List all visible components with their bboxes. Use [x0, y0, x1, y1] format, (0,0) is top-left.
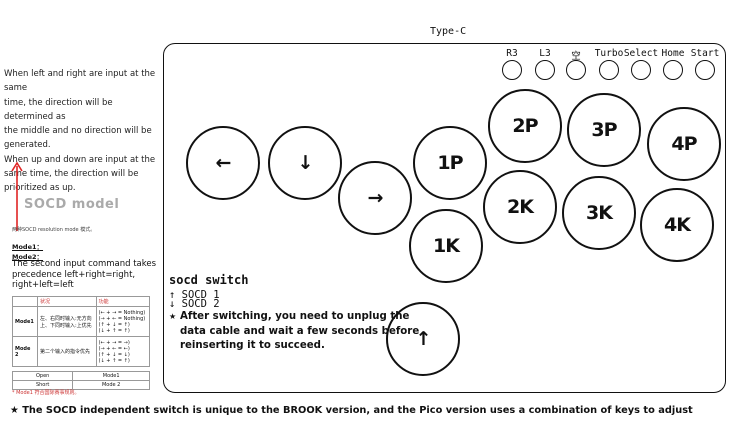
small-button-label: 空	[571, 51, 581, 62]
controller-board	[163, 43, 726, 393]
note-line: When left and right are input at the sam…	[4, 69, 156, 94]
situation-cell: 左、右同时输入:无方向 上、下同时输入:上优先	[37, 306, 97, 337]
4p-label: 4P	[671, 133, 697, 155]
1p-button[interactable]: 1P	[413, 126, 487, 200]
small-button-label: Home	[661, 48, 685, 59]
note-line: When up and down are input at the	[4, 154, 156, 165]
select-button[interactable]	[631, 60, 651, 80]
1k-button[interactable]: 1K	[409, 209, 483, 283]
switch-note-line: data cable and wait a few seconds before	[180, 325, 420, 337]
mode1-label: Mode1：	[12, 243, 44, 251]
socd-description: When left and right are input at the sam…	[4, 67, 164, 196]
red-up-arrow-icon	[11, 161, 23, 231]
mode2-description: The second input command takes precedenc…	[12, 259, 156, 291]
l3-button[interactable]	[535, 60, 555, 80]
mode-cell: Mode1	[12, 306, 38, 337]
switch-note-line: After switching, you need to unplug the	[180, 311, 410, 322]
4k-button[interactable]: 4K	[640, 188, 714, 262]
4p-button[interactable]: 4P	[647, 107, 721, 181]
note-line: time, the direction will be determined a…	[4, 97, 113, 122]
left-button[interactable]: ←	[186, 126, 260, 200]
2p-button[interactable]: 2P	[488, 89, 562, 163]
port-label: Type-C	[430, 26, 467, 37]
home-button[interactable]	[663, 60, 683, 80]
header-cell: 状况	[37, 296, 97, 307]
switch-mode-cell: Mode1	[72, 371, 150, 381]
header-cell: 功能	[95, 296, 151, 307]
socd-switch-title: socd switch	[169, 273, 249, 287]
2p-label: 2P	[512, 115, 538, 137]
switch-state-cell: Short	[11, 380, 74, 390]
small-button-label: Turbo	[594, 48, 624, 59]
table-row: Short Mode 2	[11, 380, 150, 390]
start-button[interactable]	[695, 60, 715, 80]
turbo-button[interactable]	[599, 60, 619, 80]
switch-state-table: Open Mode1 Short Mode 2	[11, 371, 150, 390]
mode-cell: Mode 2	[12, 336, 38, 367]
mode2-line: precedence left+right=right,	[12, 269, 136, 280]
mode2-label: Mode2：	[12, 253, 44, 261]
4k-label: 4K	[664, 214, 691, 236]
small-button-label: R3	[506, 48, 518, 59]
table-row: Mode1 左、右同时输入:无方向 上、下同时输入:上优先 (← + → = N…	[12, 306, 151, 337]
socd-option-2[interactable]: ↓ SOCD 2	[169, 298, 220, 310]
mode2-line: right+left=left	[12, 280, 74, 290]
switch-note-line: reinserting it to succeed.	[180, 340, 325, 351]
3k-label: 3K	[586, 202, 613, 224]
2k-label: 2K	[507, 196, 534, 218]
socd-option-1[interactable]: ↑ SOCD 1	[169, 289, 220, 301]
note-line: generated.	[4, 140, 51, 151]
down-button[interactable]: ↓	[268, 126, 342, 200]
right-arrow-icon: →	[367, 187, 384, 209]
table-header-row: 状况 功能	[12, 296, 151, 307]
blank-button[interactable]	[566, 60, 586, 80]
note-line: prioritized as up.	[4, 183, 76, 194]
up-button[interactable]: ↑	[386, 302, 460, 376]
header-cell	[12, 296, 38, 307]
mode2-line: The second input command takes	[12, 259, 157, 269]
table-row: Mode 2 第二个输入的指令优先 (← + → = →) (→ + ← = ←…	[12, 336, 151, 367]
table-row: Open Mode1	[11, 371, 150, 381]
mode-footnote: * Mode1 符合国际赛事规则。	[12, 390, 80, 396]
switch-note: After switching, you need to unplug the …	[180, 310, 419, 354]
3k-button[interactable]: 3K	[562, 176, 636, 250]
socd-model-title: SOCD model	[24, 197, 120, 212]
1k-label: 1K	[433, 235, 460, 257]
small-button-label: Start	[690, 48, 720, 59]
bottom-note: ★ The SOCD independent switch is unique …	[10, 405, 693, 416]
up-arrow-icon: ↑	[415, 328, 432, 350]
left-arrow-icon: ←	[215, 152, 232, 174]
function-cell: (← + → = Nothing) (→ + ← = Nothing) (↑ +…	[95, 306, 151, 337]
small-button-label: L3	[539, 48, 551, 59]
mode-table: 状况 功能 Mode1 左、右同时输入:无方向 上、下同时输入:上优先 (← +…	[12, 296, 151, 367]
note-line: same time, the direction will be	[4, 169, 139, 180]
right-button[interactable]: →	[338, 161, 412, 235]
r3-button[interactable]	[502, 60, 522, 80]
switch-note-star-icon: ★	[169, 312, 177, 321]
resolution-caption: 两种SOCD resolution mode 模式。	[12, 227, 96, 233]
3p-button[interactable]: 3P	[567, 93, 641, 167]
2k-button[interactable]: 2K	[483, 170, 557, 244]
1p-label: 1P	[437, 152, 463, 174]
switch-mode-cell: Mode 2	[72, 380, 150, 390]
function-cell: (← + → = →) (→ + ← = ←) (↑ + ↓ = ↓) (↓ +…	[95, 336, 151, 367]
down-arrow-icon: ↓	[297, 152, 314, 174]
situation-cell: 第二个输入的指令优先	[37, 336, 97, 367]
switch-state-cell: Open	[11, 371, 74, 381]
3p-label: 3P	[591, 119, 617, 141]
note-line: the middle and no direction will be	[4, 126, 152, 137]
small-button-label: Select	[623, 48, 659, 59]
